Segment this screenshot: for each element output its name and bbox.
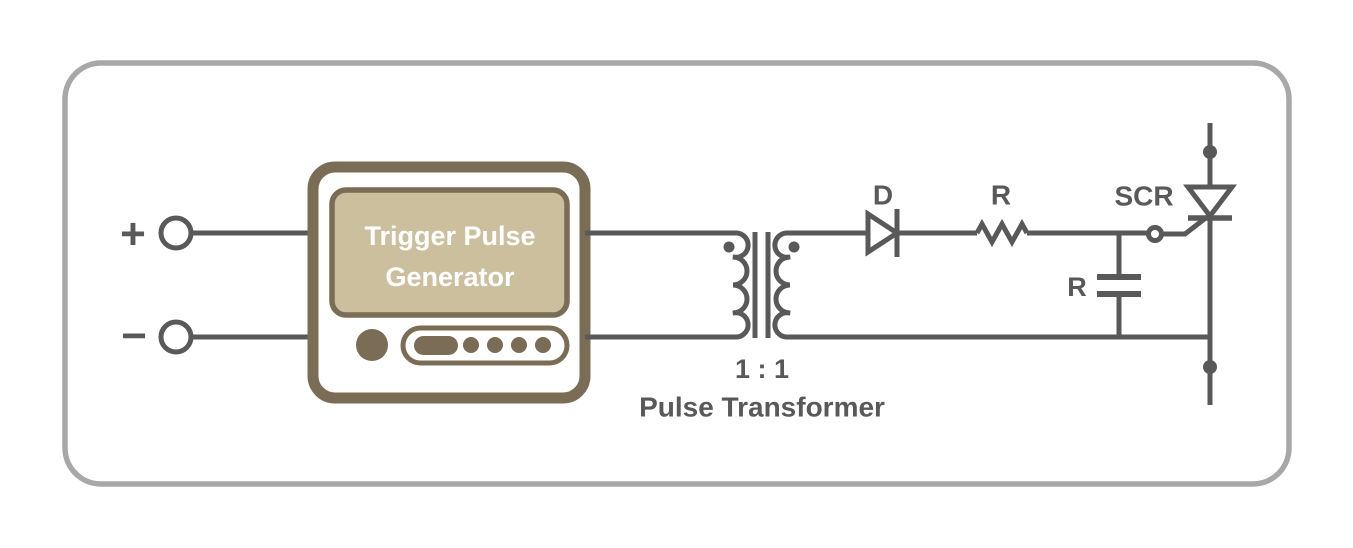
series-resistor-symbol	[974, 218, 1030, 248]
diode-symbol	[865, 209, 902, 257]
generator-label-line2: Generator	[385, 262, 515, 292]
scr-symbol	[1182, 184, 1238, 221]
generator-slider-icon	[414, 336, 458, 355]
anode-junction-dot	[1203, 145, 1217, 159]
secondary-polarity-dot	[788, 241, 800, 253]
generator-label-line1: Trigger Pulse	[364, 221, 535, 251]
negative-terminal-circle	[158, 319, 194, 355]
generator-screen	[329, 187, 570, 318]
transformer-name-label: Pulse Transformer	[639, 392, 885, 423]
series-resistor-label: R	[991, 180, 1011, 211]
generator-dot-icon	[463, 337, 479, 353]
scr-gate-lead	[1162, 215, 1209, 237]
primary-polarity-dot	[723, 241, 735, 253]
generator-knob-icon	[356, 329, 388, 361]
transformer-primary-coil	[585, 230, 751, 340]
positive-terminal-label: +	[120, 210, 146, 259]
scr-label: SCR	[1114, 181, 1173, 212]
generator-dot-icon	[535, 337, 551, 353]
generator-dot-icon	[487, 337, 503, 353]
cathode-junction-dot	[1203, 360, 1217, 374]
transformer-ratio-label: 1 : 1	[735, 354, 789, 384]
gate-resistor-label: R	[1067, 272, 1087, 302]
generator-dot-icon	[511, 337, 527, 353]
gate-terminal-circle	[1146, 225, 1164, 243]
positive-terminal-circle	[158, 215, 194, 251]
negative-terminal-label: −	[121, 312, 147, 361]
diode-label: D	[873, 180, 893, 211]
transformer-secondary-coil	[772, 230, 1210, 340]
